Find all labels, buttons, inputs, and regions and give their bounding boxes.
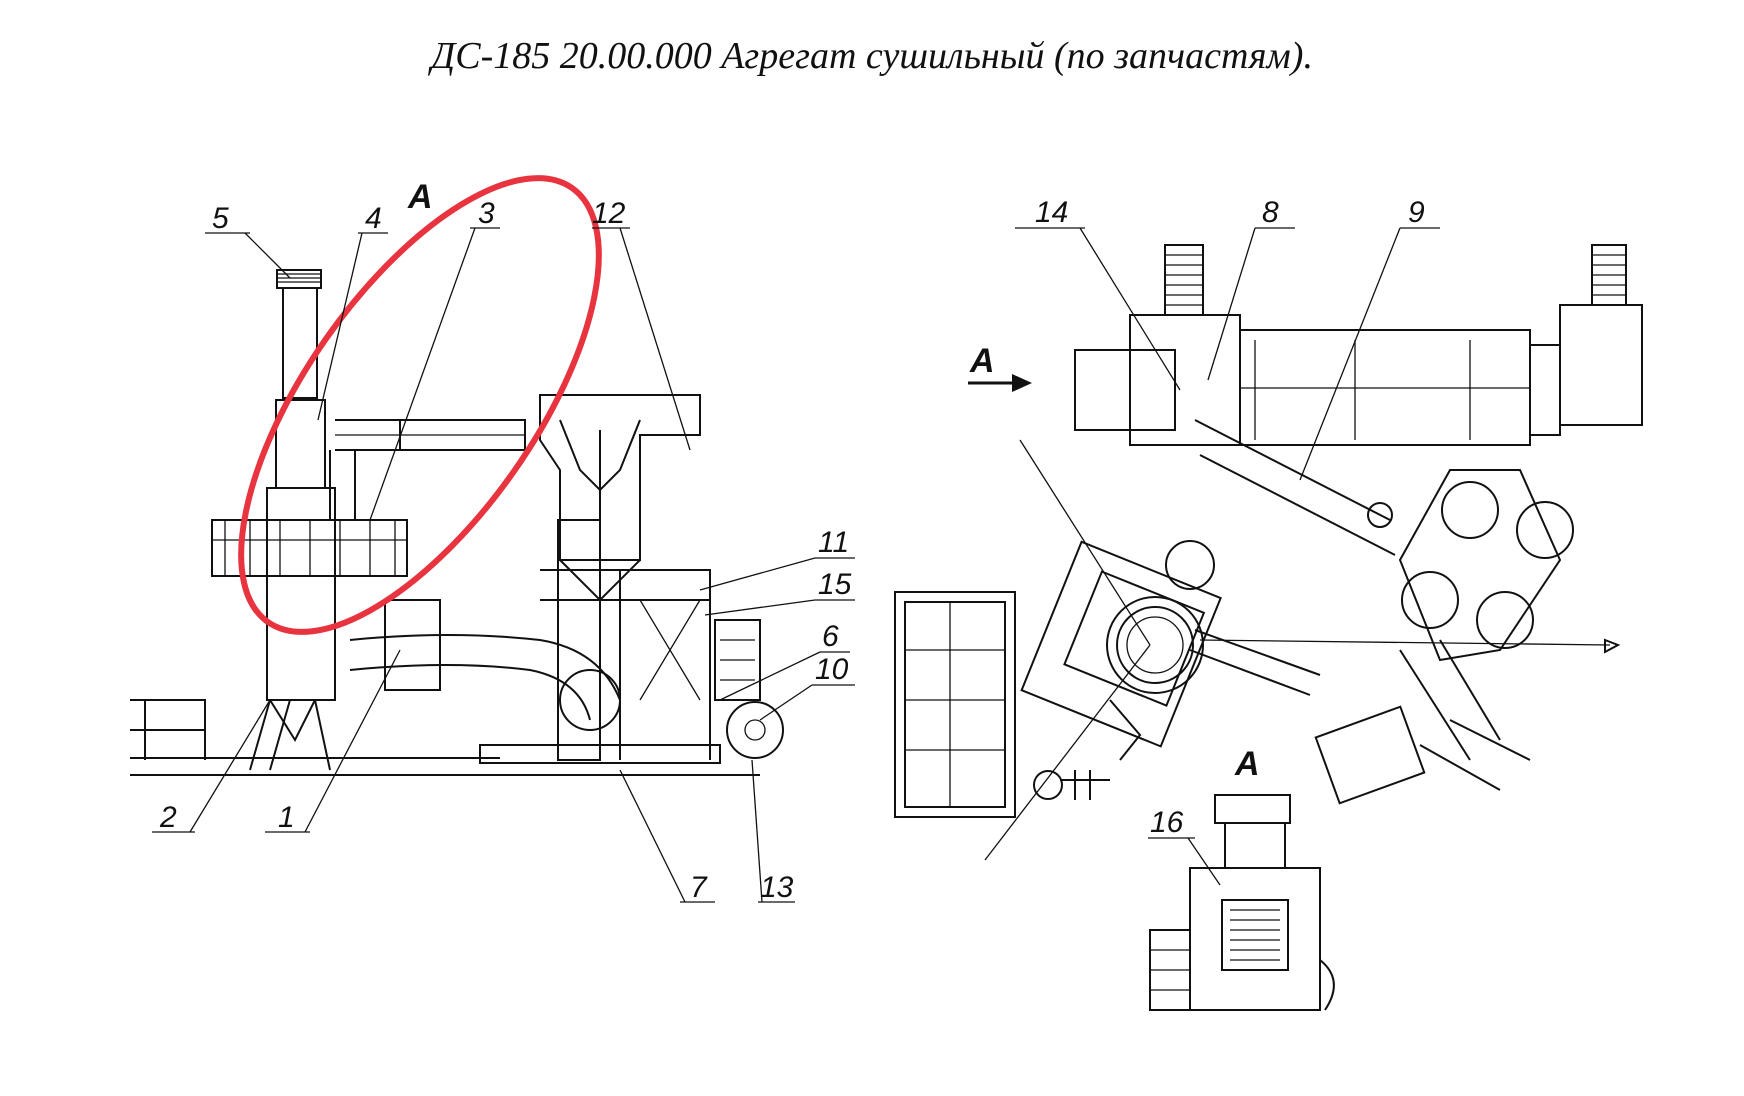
part-label-10: 10 (815, 653, 849, 686)
part-label-15: 15 (818, 568, 852, 601)
part-label-14: 14 (1035, 196, 1068, 229)
part-label-6: 6 (822, 620, 839, 653)
part-label-7: 7 (690, 871, 708, 904)
part-label-13: 13 (760, 871, 794, 904)
part-label-11: 11 (818, 526, 849, 559)
part-label-8: 8 (1262, 196, 1279, 229)
side-elevation-view (130, 269, 784, 776)
plan-view (894, 244, 1643, 1011)
part-callouts: 5 4 3 12 11 15 6 10 2 1 (152, 196, 1440, 904)
part-label-4: 4 (365, 202, 382, 235)
part-label-3: 3 (478, 197, 495, 230)
highlight-ellipse (238, 175, 602, 635)
view-a-arrow (968, 374, 1032, 392)
part-label-2: 2 (159, 801, 177, 834)
part-label-5: 5 (212, 202, 229, 235)
view-a-detail (1149, 794, 1335, 1011)
part-label-12: 12 (592, 197, 626, 230)
part-label-1: 1 (278, 801, 295, 834)
view-label-a-detail: А (1234, 745, 1260, 783)
view-label-a-left: А (407, 178, 433, 216)
view-label-a-arrow: А (969, 342, 995, 380)
drawing-title: ДС-185 20.00.000 Агрегат сушильный (по з… (431, 35, 1313, 77)
part-label-9: 9 (1408, 196, 1425, 229)
part-label-16: 16 (1150, 806, 1184, 839)
